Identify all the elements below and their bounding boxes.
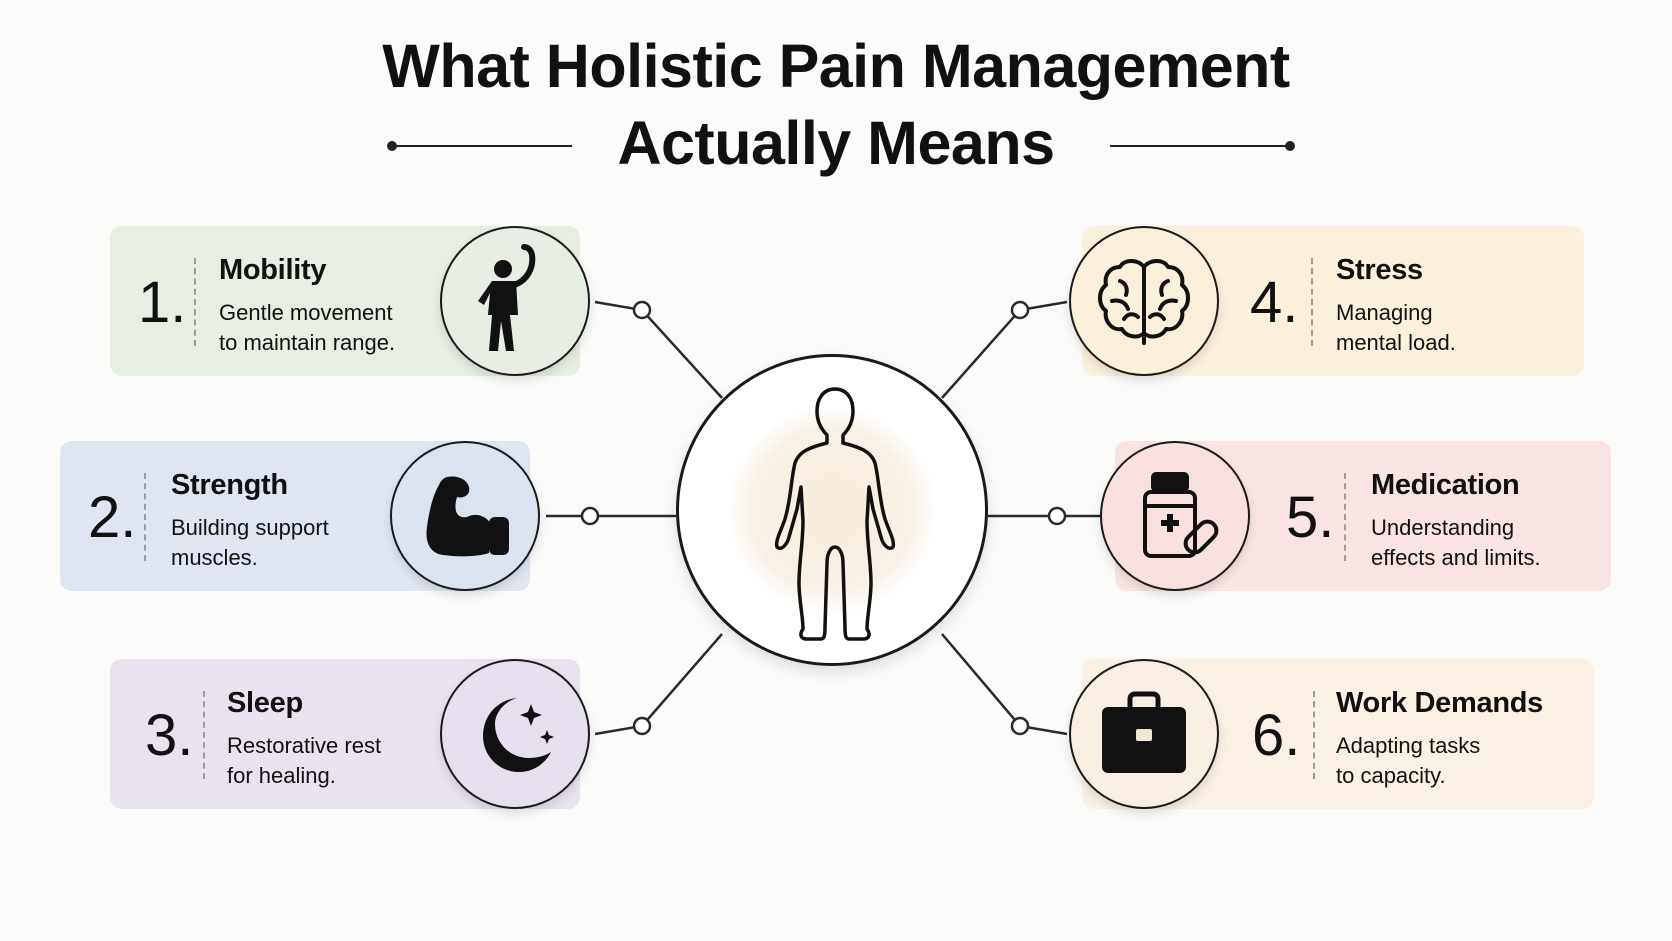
card-title: Stress [1336, 254, 1423, 286]
briefcase-icon [1102, 691, 1186, 773]
page-title-line-1: What Holistic Pain Management [382, 32, 1290, 100]
connector-3 [594, 633, 723, 736]
card-description: Gentle movement to maintain range. [219, 300, 396, 355]
card-description: Restorative rest for healing. [227, 733, 382, 788]
node-strength [390, 441, 540, 591]
center-halo [729, 407, 935, 613]
connector-dot-4 [1010, 300, 1030, 320]
card-number: 2. [88, 485, 137, 550]
connector-6 [941, 633, 1068, 736]
pill-bottle-icon [1143, 472, 1219, 558]
connector-1 [594, 300, 723, 399]
card-number: 3. [145, 703, 194, 768]
card-description: Managing mental load. [1336, 300, 1456, 355]
card-divider [194, 258, 196, 346]
connector-dot-6 [1010, 716, 1030, 736]
brain-icon [1098, 259, 1190, 345]
connector-dot-3 [632, 716, 652, 736]
card-title: Work Demands [1336, 687, 1543, 719]
card-title: Strength [171, 469, 288, 501]
title-rule-right [1110, 145, 1290, 147]
card-description: Adapting tasks to capacity. [1336, 733, 1481, 788]
node-work-demands [1069, 659, 1219, 809]
connector-4 [941, 300, 1068, 399]
card-title: Mobility [219, 254, 327, 286]
connector-dot-1 [632, 300, 652, 320]
connector-dot-5 [1047, 506, 1067, 526]
card-number: 4. [1250, 270, 1299, 335]
title-rule-left [392, 145, 572, 147]
card-description: Building support muscles. [171, 515, 329, 570]
card-divider [1344, 473, 1346, 561]
card-divider [144, 473, 146, 561]
title-rule-right-dot [1285, 141, 1295, 151]
stretching-person-icon [478, 244, 536, 351]
center-body-circle [676, 354, 988, 666]
node-sleep [440, 659, 590, 809]
card-title: Medication [1371, 469, 1520, 501]
card-divider [1313, 691, 1315, 779]
moon-stars-icon [483, 698, 554, 772]
card-description: Understanding effects and limits. [1371, 515, 1541, 570]
node-medication [1100, 441, 1250, 591]
node-stress [1069, 226, 1219, 376]
card-divider [203, 691, 205, 779]
card-number: 6. [1252, 703, 1301, 768]
card-number: 5. [1286, 485, 1335, 550]
card-divider [1311, 258, 1313, 346]
page-title-line-2: Actually Means [617, 109, 1055, 177]
node-mobility [440, 226, 590, 376]
card-title: Sleep [227, 687, 303, 719]
human-body-outline-icon [774, 387, 896, 641]
connector-dot-2 [580, 506, 600, 526]
card-number: 1. [138, 270, 187, 335]
flexed-bicep-icon [426, 476, 509, 557]
